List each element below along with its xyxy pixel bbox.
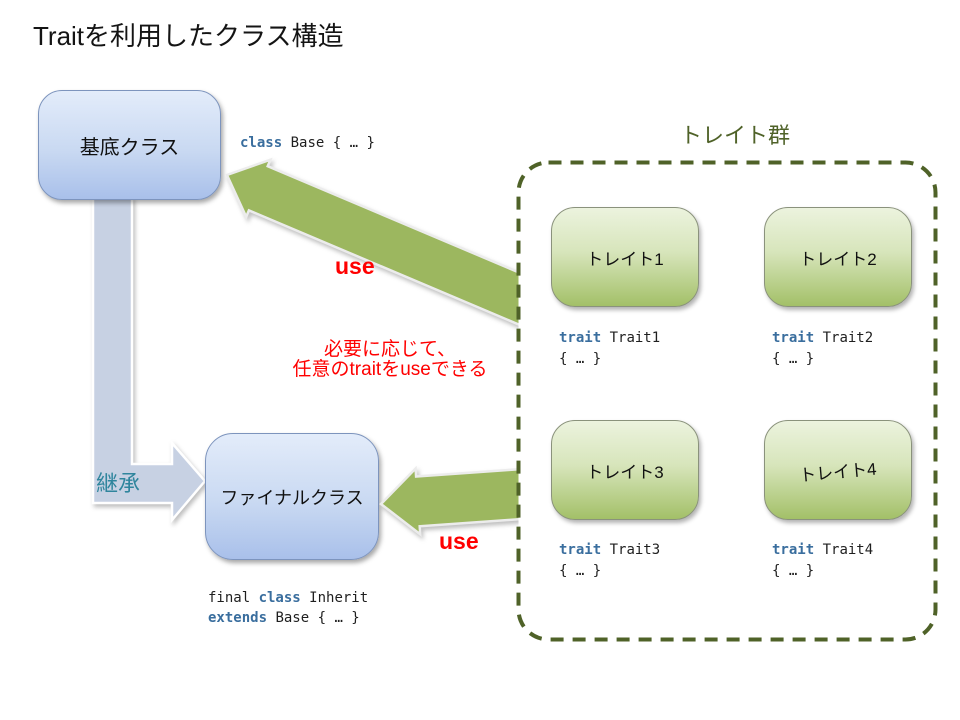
trait-2-label: トレイト2 — [799, 249, 877, 269]
use-label-top: use — [335, 253, 375, 279]
trait-box-4: トレイト4 — [764, 420, 912, 520]
page-title: Traitを利用したクラス構造 — [33, 21, 344, 51]
trait-1-label: トレイト1 — [586, 249, 664, 269]
code-trait-4: trait Trait4{ … } — [772, 542, 874, 579]
base-class-label: 基底クラス — [79, 136, 180, 159]
use-label-bottom: use — [439, 528, 479, 554]
trait-box-3: トレイト3 — [551, 420, 699, 520]
annotation-note-line1: 必要に応じて、 — [323, 339, 457, 360]
trait-group-label: トレイト群 — [679, 123, 790, 148]
annotation-note: 必要に応じて、 任意のtraitをuseできる — [170, 340, 610, 380]
code-trait-3: trait Trait3{ … } — [559, 542, 661, 579]
inheritance-label: 継承 — [96, 471, 141, 496]
code-trait-2: trait Trait2{ … } — [772, 330, 874, 367]
code-class-base: class Base { … } — [240, 135, 375, 151]
final-class-box: ファイナルクラス — [205, 433, 379, 560]
base-class-box: 基底クラス — [38, 90, 221, 200]
trait-4-label: トレイト4 — [798, 459, 878, 485]
final-class-label: ファイナルクラス — [220, 487, 364, 508]
code-trait-1: trait Trait1{ … } — [559, 330, 661, 367]
trait-3-label: トレイト3 — [586, 462, 664, 482]
trait-box-1: トレイト1 — [551, 207, 699, 307]
annotation-note-line2: 任意のtraitをuseできる — [292, 359, 488, 380]
trait-box-2: トレイト2 — [764, 207, 912, 307]
